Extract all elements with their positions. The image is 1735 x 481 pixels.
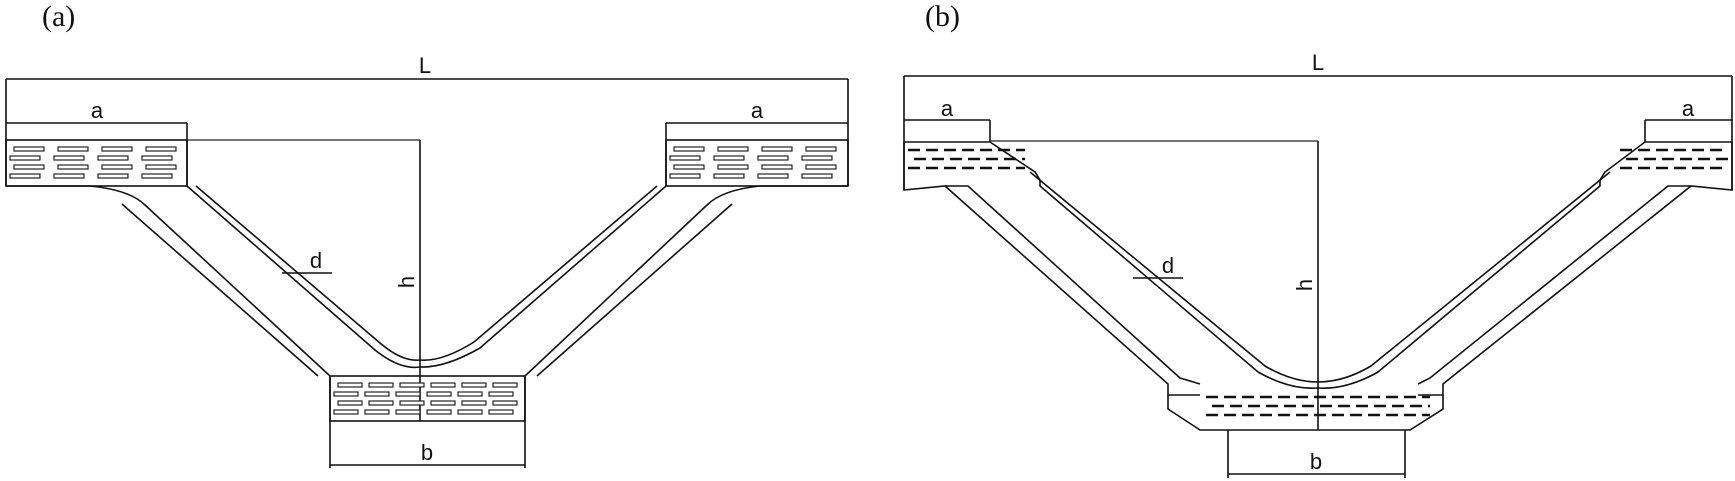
dimension-a-left-label: a — [91, 98, 104, 123]
perforation-slot — [669, 155, 701, 161]
right-flange-top-b — [1599, 141, 1732, 181]
perforation-slots-a — [9, 146, 837, 415]
perforation-slot — [101, 146, 133, 152]
left-web-inner — [186, 185, 421, 369]
perforation-slot — [757, 155, 789, 161]
dimension-h-label: h — [394, 276, 419, 288]
perforation-slot — [53, 155, 85, 161]
right-web-outer-b — [1418, 142, 1733, 396]
perforation-slot — [333, 409, 359, 415]
dimension-b-label-b: b — [1310, 449, 1322, 474]
perforation-slot — [395, 409, 421, 415]
perforation-slot — [713, 173, 745, 179]
perforation-slot — [492, 382, 518, 388]
perforation-slot — [457, 409, 483, 415]
perforation-slot — [368, 400, 394, 406]
perforation-slot — [364, 391, 390, 397]
panel-a: (a) L a a h b — [5, 0, 849, 468]
dimension-b-label: b — [421, 440, 433, 465]
perforation-slot — [364, 409, 390, 415]
perforation-slot — [395, 391, 421, 397]
perforation-slot — [805, 164, 837, 170]
perforation-slot — [97, 173, 129, 179]
dimension-h-label-b: h — [1292, 279, 1317, 291]
dimension-a-right-label: a — [751, 98, 764, 123]
left-web-outer — [6, 185, 331, 377]
bottom-right-b — [1318, 395, 1444, 431]
perforation-slot — [761, 146, 793, 152]
panel-b: (b) L a a h b — [903, 0, 1733, 478]
perforation-slot — [430, 382, 456, 388]
perforation-slot — [805, 146, 837, 152]
perforation-slot — [337, 382, 363, 388]
perforation-slot — [430, 400, 456, 406]
right-web-outer — [524, 185, 848, 377]
panel-b-label: (b) — [925, 0, 960, 33]
perforation-slot — [57, 164, 89, 170]
perforation-slot — [53, 173, 85, 179]
right-web-outer-inner-edge — [536, 203, 733, 377]
perforation-dashes-b — [908, 148, 1728, 417]
perforation-slot — [399, 400, 425, 406]
perforation-slot — [461, 400, 487, 406]
perforation-slot — [457, 391, 483, 397]
dimension-d-label: d — [310, 248, 322, 273]
right-web-inner-b — [1317, 180, 1601, 389]
perforation-slot — [717, 146, 749, 152]
right-web-outer-edge-b — [1417, 185, 1691, 385]
perforation-slot — [101, 164, 133, 170]
perforation-slot — [761, 164, 793, 170]
perforation-slot — [145, 164, 177, 170]
perforation-slot — [337, 400, 363, 406]
dimension-a-right-label-b: a — [1682, 96, 1695, 121]
perforation-slot — [145, 146, 177, 152]
perforation-slot — [801, 155, 833, 161]
perforation-slot — [673, 164, 705, 170]
perforation-slot — [141, 155, 173, 161]
perforation-slot — [399, 382, 425, 388]
perforation-slot — [9, 155, 41, 161]
dimension-L-label: L — [419, 53, 431, 78]
left-web-inner-edge-b — [1029, 171, 1319, 383]
left-web-outer-edge-b — [945, 185, 1201, 385]
right-web-inner — [419, 185, 667, 368]
perforation-slot — [717, 164, 749, 170]
right-web-inner-edge-b — [1317, 171, 1611, 383]
right-web-inner-edge — [419, 185, 658, 361]
left-web-inner-edge — [195, 185, 421, 361]
left-flange-top-b — [904, 141, 1041, 181]
left-web-inner-b — [1039, 180, 1319, 389]
perforation-slot — [426, 409, 452, 415]
perforation-slot — [333, 391, 359, 397]
perforation-slot — [669, 173, 701, 179]
dimension-d-label-b: d — [1162, 253, 1174, 278]
perforation-slot — [57, 146, 89, 152]
perforation-slot — [673, 146, 705, 152]
perforation-slot — [801, 173, 833, 179]
perforation-slot — [757, 173, 789, 179]
perforation-slot — [97, 155, 129, 161]
perforation-slot — [713, 155, 745, 161]
perforation-slot — [488, 391, 514, 397]
dimension-L-label-b: L — [1312, 50, 1324, 75]
left-web-outer-inner-edge — [121, 203, 319, 377]
perforation-slot — [488, 409, 514, 415]
perforation-slot — [368, 382, 394, 388]
left-web-outer-b — [903, 142, 1200, 396]
perforation-slot — [426, 391, 452, 397]
bottom-left-b — [1167, 395, 1318, 431]
dimension-a-left-label-b: a — [941, 96, 954, 121]
perforation-slot — [13, 146, 45, 152]
perforation-slot — [492, 400, 518, 406]
perforation-slot — [461, 382, 487, 388]
perforation-slot — [9, 173, 41, 179]
perforation-slot — [13, 164, 45, 170]
panel-a-label: (a) — [42, 0, 75, 33]
perforation-slot — [141, 173, 173, 179]
